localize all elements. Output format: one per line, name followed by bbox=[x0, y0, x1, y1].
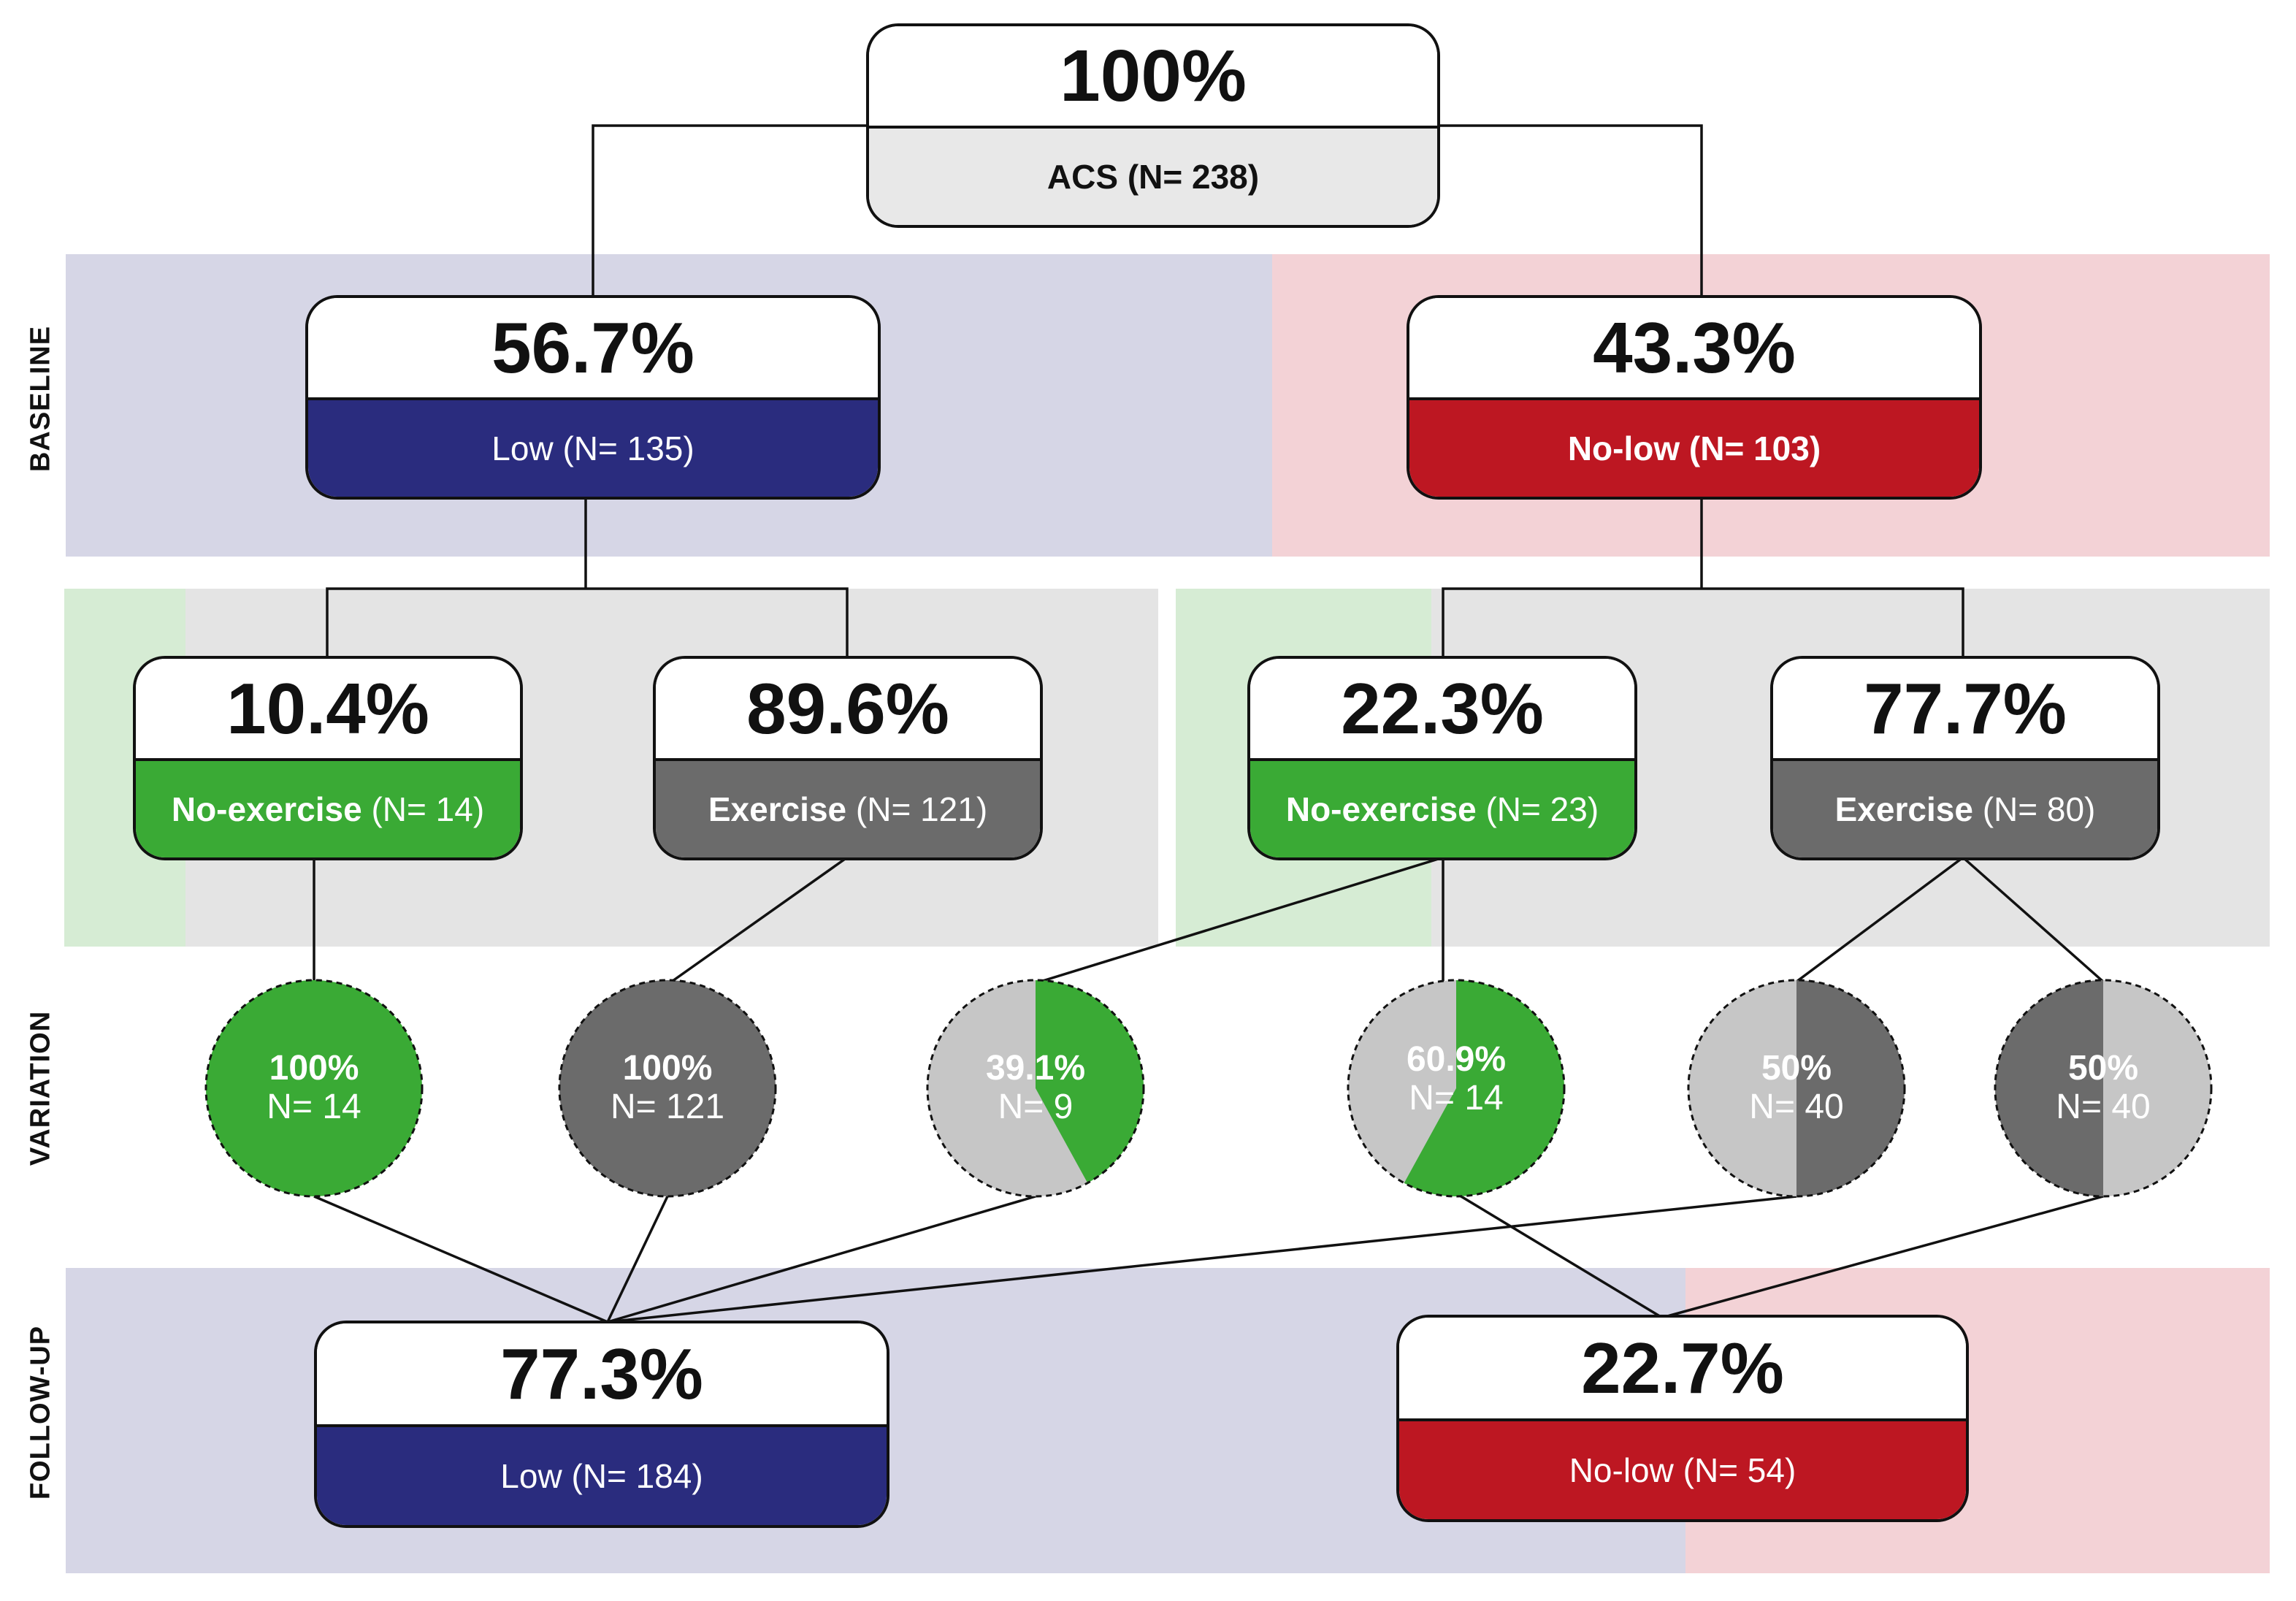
nolow-no-exercise-n: (N= 23) bbox=[1485, 790, 1599, 828]
low-no-exercise-name: No-exercise bbox=[171, 790, 362, 828]
nolow-exercise-label: Exercise (N= 80) bbox=[1773, 758, 2157, 857]
followup-nolow-percent: 22.7% bbox=[1399, 1318, 1966, 1418]
low-no-exercise-n: (N= 14) bbox=[371, 790, 485, 828]
variation-label-4: 60.9% N= 14 bbox=[1406, 1040, 1507, 1118]
nolow-no-exercise-label: No-exercise (N= 23) bbox=[1250, 758, 1634, 857]
nolow-exercise-node: 77.7% Exercise (N= 80) bbox=[1770, 656, 2160, 860]
variation-pie-6 bbox=[1994, 979, 2213, 1198]
variation-label-3: 39.1% N= 9 bbox=[985, 1049, 1086, 1127]
variation-pct-6: 50% bbox=[2067, 1049, 2139, 1088]
low-exercise-percent: 89.6% bbox=[656, 659, 1040, 758]
variation-n-2: N= 121 bbox=[610, 1088, 725, 1126]
variation-n-1: N= 14 bbox=[267, 1088, 361, 1126]
variation-pct-2: 100% bbox=[622, 1049, 713, 1088]
variation-label-2: 100% N= 121 bbox=[610, 1049, 725, 1127]
low-no-exercise-node: 10.4% No-exercise (N= 14) bbox=[133, 656, 523, 860]
followup-low-node: 77.3% Low (N= 184) bbox=[314, 1321, 889, 1528]
low-no-exercise-percent: 10.4% bbox=[136, 659, 520, 758]
low-exercise-node: 89.6% Exercise (N= 121) bbox=[653, 656, 1043, 860]
baseline-nolow-label: No-low (N= 103) bbox=[1409, 397, 1979, 497]
variation-label-5: 50% N= 40 bbox=[1749, 1049, 1844, 1127]
baseline-low-label: Low (N= 135) bbox=[308, 397, 878, 497]
low-no-exercise-label: No-exercise (N= 14) bbox=[136, 758, 520, 857]
root-percent: 100% bbox=[869, 26, 1437, 126]
variation-n-3: N= 9 bbox=[998, 1088, 1074, 1126]
variation-pie-4 bbox=[1347, 979, 1566, 1198]
variation-n-4: N= 14 bbox=[1409, 1079, 1504, 1117]
variation-pie-1 bbox=[204, 979, 424, 1198]
variation-label-6: 50% N= 40 bbox=[2056, 1049, 2151, 1127]
nolow-exercise-n: (N= 80) bbox=[1982, 790, 2096, 828]
variation-n-6: N= 40 bbox=[2056, 1088, 2151, 1126]
variation-pie-5 bbox=[1687, 979, 1906, 1198]
baseline-low-percent: 56.7% bbox=[308, 298, 878, 397]
variation-pie-3 bbox=[926, 979, 1145, 1198]
baseline-nolow-percent: 43.3% bbox=[1409, 298, 1979, 397]
variation-pct-5: 50% bbox=[1761, 1049, 1832, 1088]
variation-pie-2 bbox=[558, 979, 777, 1198]
baseline-low-node: 56.7% Low (N= 135) bbox=[305, 295, 881, 500]
followup-nolow-label: No-low (N= 54) bbox=[1399, 1418, 1966, 1519]
low-exercise-label: Exercise (N= 121) bbox=[656, 758, 1040, 857]
low-exercise-n: (N= 121) bbox=[855, 790, 988, 828]
nolow-no-exercise-percent: 22.3% bbox=[1250, 659, 1634, 758]
nolow-exercise-percent: 77.7% bbox=[1773, 659, 2157, 758]
nolow-exercise-name: Exercise bbox=[1834, 790, 1973, 828]
followup-low-percent: 77.3% bbox=[317, 1323, 887, 1424]
variation-pct-4: 60.9% bbox=[1406, 1040, 1507, 1080]
followup-low-label: Low (N= 184) bbox=[317, 1424, 887, 1525]
variation-pct-1: 100% bbox=[269, 1049, 359, 1088]
followup-nolow-node: 22.7% No-low (N= 54) bbox=[1396, 1315, 1969, 1522]
variation-pct-3: 39.1% bbox=[985, 1049, 1086, 1088]
variation-label-1: 100% N= 14 bbox=[267, 1049, 361, 1127]
variation-n-5: N= 40 bbox=[1749, 1088, 1844, 1126]
low-exercise-name: Exercise bbox=[708, 790, 847, 828]
nolow-no-exercise-node: 22.3% No-exercise (N= 23) bbox=[1247, 656, 1637, 860]
root-node: 100% ACS (N= 238) bbox=[866, 23, 1440, 228]
root-label: ACS (N= 238) bbox=[869, 126, 1437, 225]
nolow-no-exercise-name: No-exercise bbox=[1285, 790, 1477, 828]
baseline-nolow-node: 43.3% No-low (N= 103) bbox=[1407, 295, 1982, 500]
